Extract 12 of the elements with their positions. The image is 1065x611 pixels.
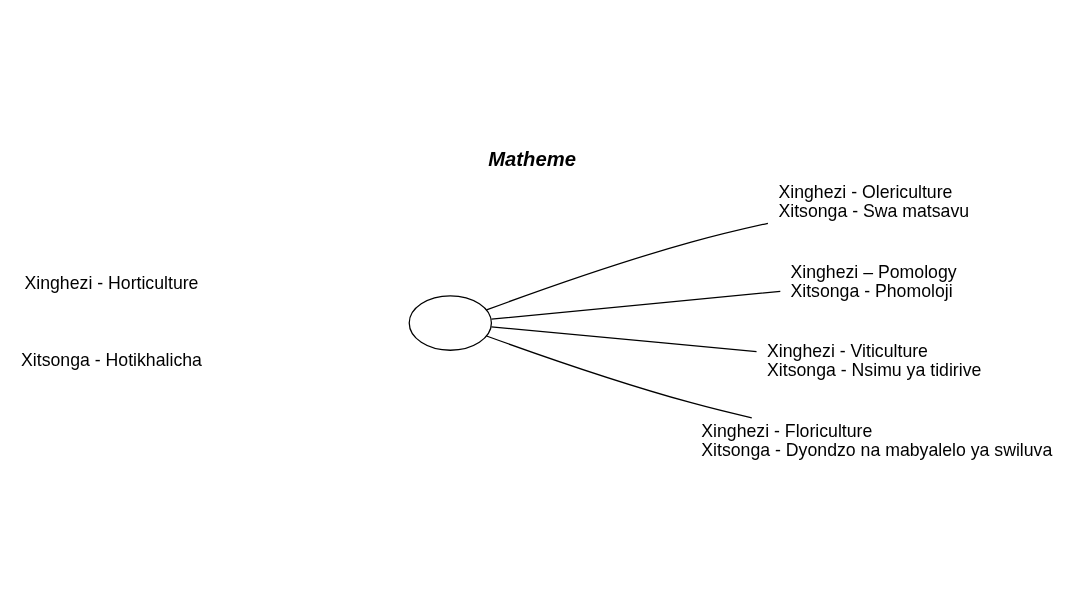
node-text: Xinghezi – Pomology Xitsonga - Phomoloji <box>790 261 957 301</box>
node-ellipse <box>408 294 493 351</box>
node-text: Xinghezi - Olericulture Xitsonga - Swa matsavu <box>778 181 970 221</box>
node-text: Xinghezi - Floriculture Xitsonga - Dyondzo na mabyalelo ya swiluva <box>701 420 1053 460</box>
connector <box>485 222 769 311</box>
diagram-title: Matheme <box>488 147 576 170</box>
connector <box>490 290 781 320</box>
connector <box>490 325 758 352</box>
label: Xinghezi - Horticulture <box>24 272 199 293</box>
label: Xitsonga - Hotikhalicha <box>21 349 202 370</box>
node-text: Xinghezi - Viticulture Xitsonga - Nsimu ya tidirive <box>767 340 982 380</box>
connector <box>485 334 753 418</box>
